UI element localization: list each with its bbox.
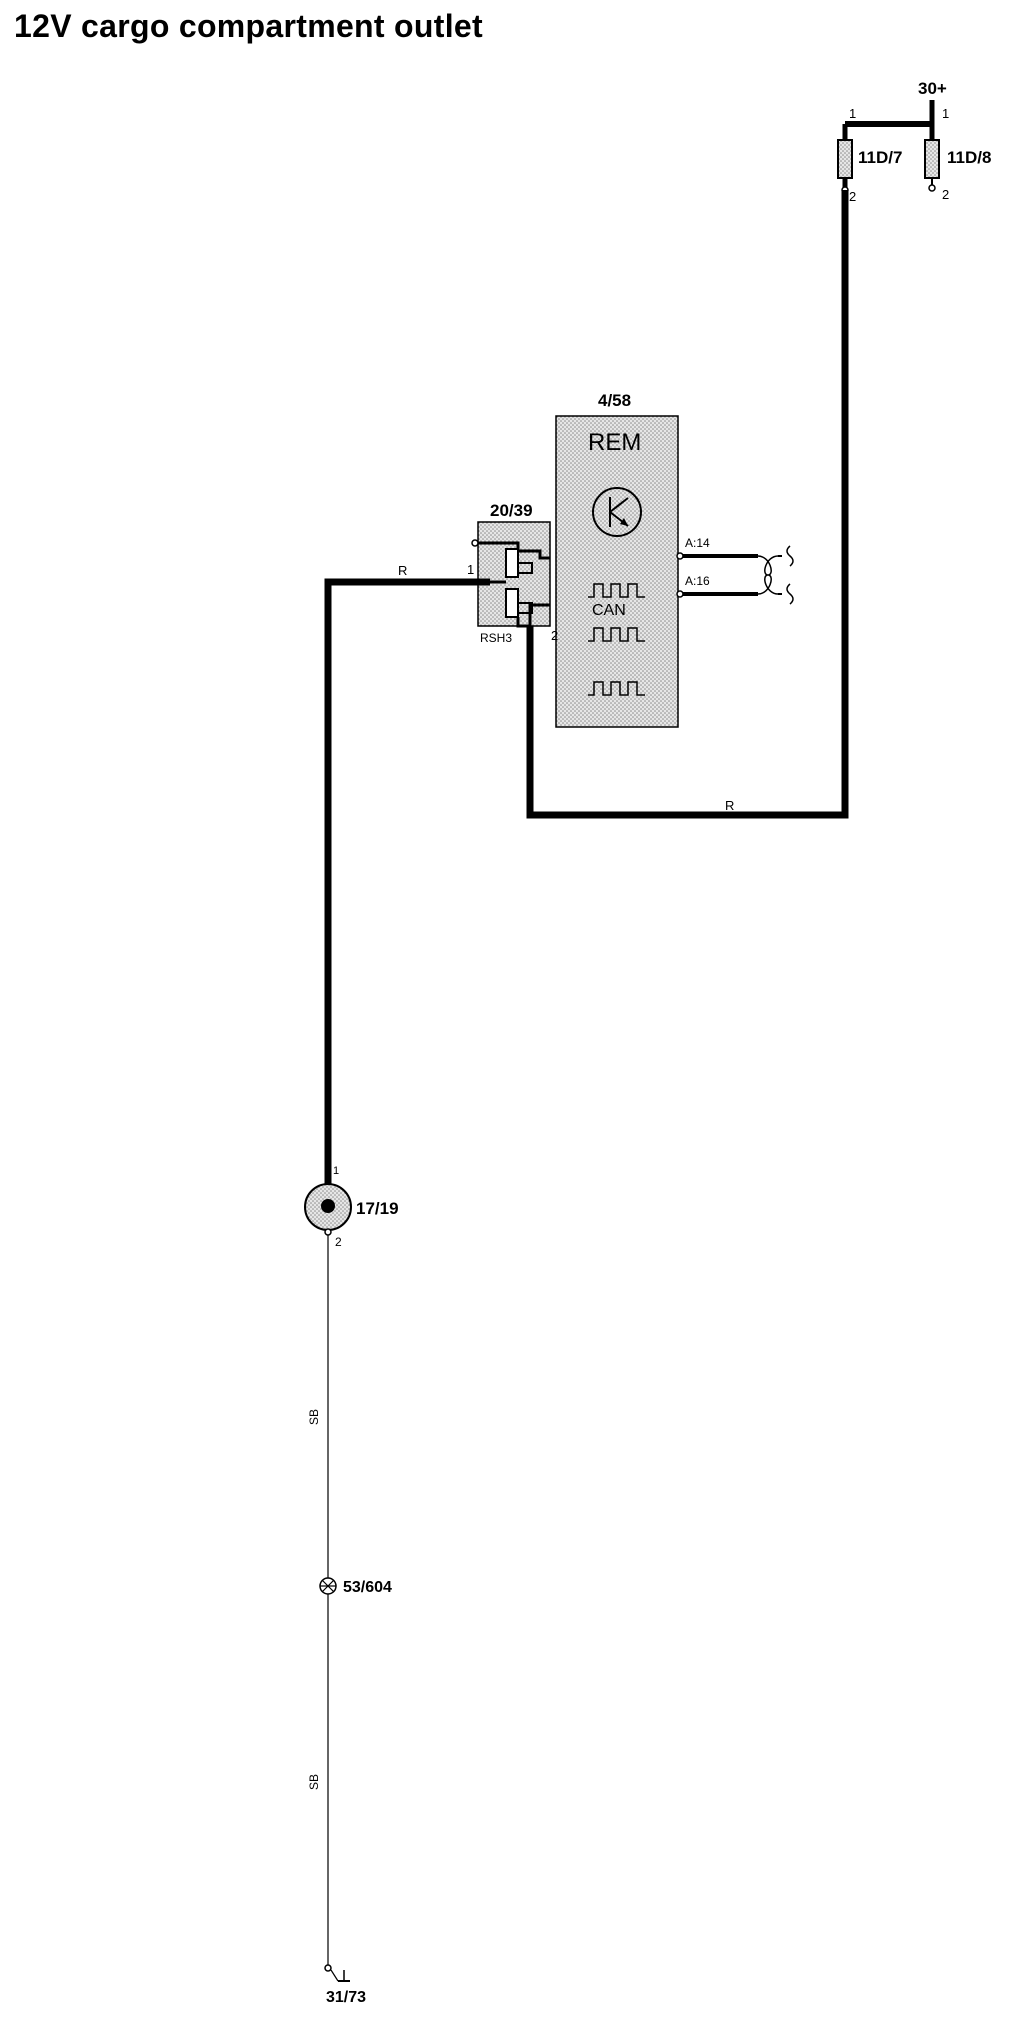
rem-id-label: 4/58: [598, 391, 631, 410]
outlet-label: 17/19: [356, 1199, 399, 1218]
relay-sub-label: RSH3: [480, 631, 512, 645]
fuse-11d7-body: [837, 139, 853, 179]
supply-30plus: 30+: [845, 79, 947, 130]
splice-53-604: 53/604: [319, 1577, 392, 1596]
rem-name: REM: [588, 429, 641, 456]
fuse-11d8-pin-bottom: 2: [942, 187, 949, 202]
fuse-11d7-pin-top: 1: [849, 106, 856, 121]
wire-label-ground-lower: SB: [307, 1774, 321, 1790]
rem-module: 4/58 REM CAN A:14 A:16: [555, 391, 710, 728]
wire-label-relay-feed: R: [725, 798, 734, 813]
relay-20-39: 20/39 1 2 RSH3: [467, 501, 558, 645]
wire-break-icon: [786, 545, 794, 567]
relay-pin-1: 1: [467, 562, 474, 577]
relay-pin-2: 2: [551, 628, 558, 643]
outlet-pin-1: 1: [333, 1165, 339, 1177]
outlet-pin-2: 2: [335, 1235, 342, 1249]
rem-pin-a14: A:14: [685, 536, 710, 550]
fuse-11d8-label: 11D/8: [947, 148, 991, 167]
splice-label: 53/604: [343, 1579, 392, 1596]
ground-31-73: 31/73: [324, 1964, 366, 2006]
rem-pin-a16: A:16: [685, 574, 710, 588]
wire-label-ground-upper: SB: [307, 1409, 321, 1425]
outlet-17-19: 1 2 17/19: [304, 1165, 399, 1249]
fuse-11d7-label: 11D/7: [858, 148, 902, 167]
fuse-11d8: 1 2 11D/8: [924, 106, 991, 202]
fuse-11d8-body: [924, 139, 940, 179]
wire-relay-to-outlet: [324, 578, 490, 1190]
fuse-11d7-pin-bottom: 2: [849, 189, 856, 204]
rem-body: [555, 415, 679, 728]
can-waveform-icon: [588, 583, 645, 696]
transistor-icon: [592, 487, 642, 537]
can-twisted-pair: [683, 545, 794, 605]
relay-id-label: 20/39: [490, 501, 533, 520]
wire-label-outlet-feed: R: [398, 563, 407, 578]
ground-label: 31/73: [326, 1989, 366, 2006]
fuse-11d7: 1 2 11D/7: [837, 106, 902, 204]
can-label: CAN: [592, 602, 626, 619]
fuse-11d8-pin-top: 1: [942, 106, 949, 121]
page-title: 12V cargo compartment outlet: [14, 8, 483, 44]
wire-break-icon: [786, 583, 794, 605]
supply-label: 30+: [918, 79, 947, 98]
